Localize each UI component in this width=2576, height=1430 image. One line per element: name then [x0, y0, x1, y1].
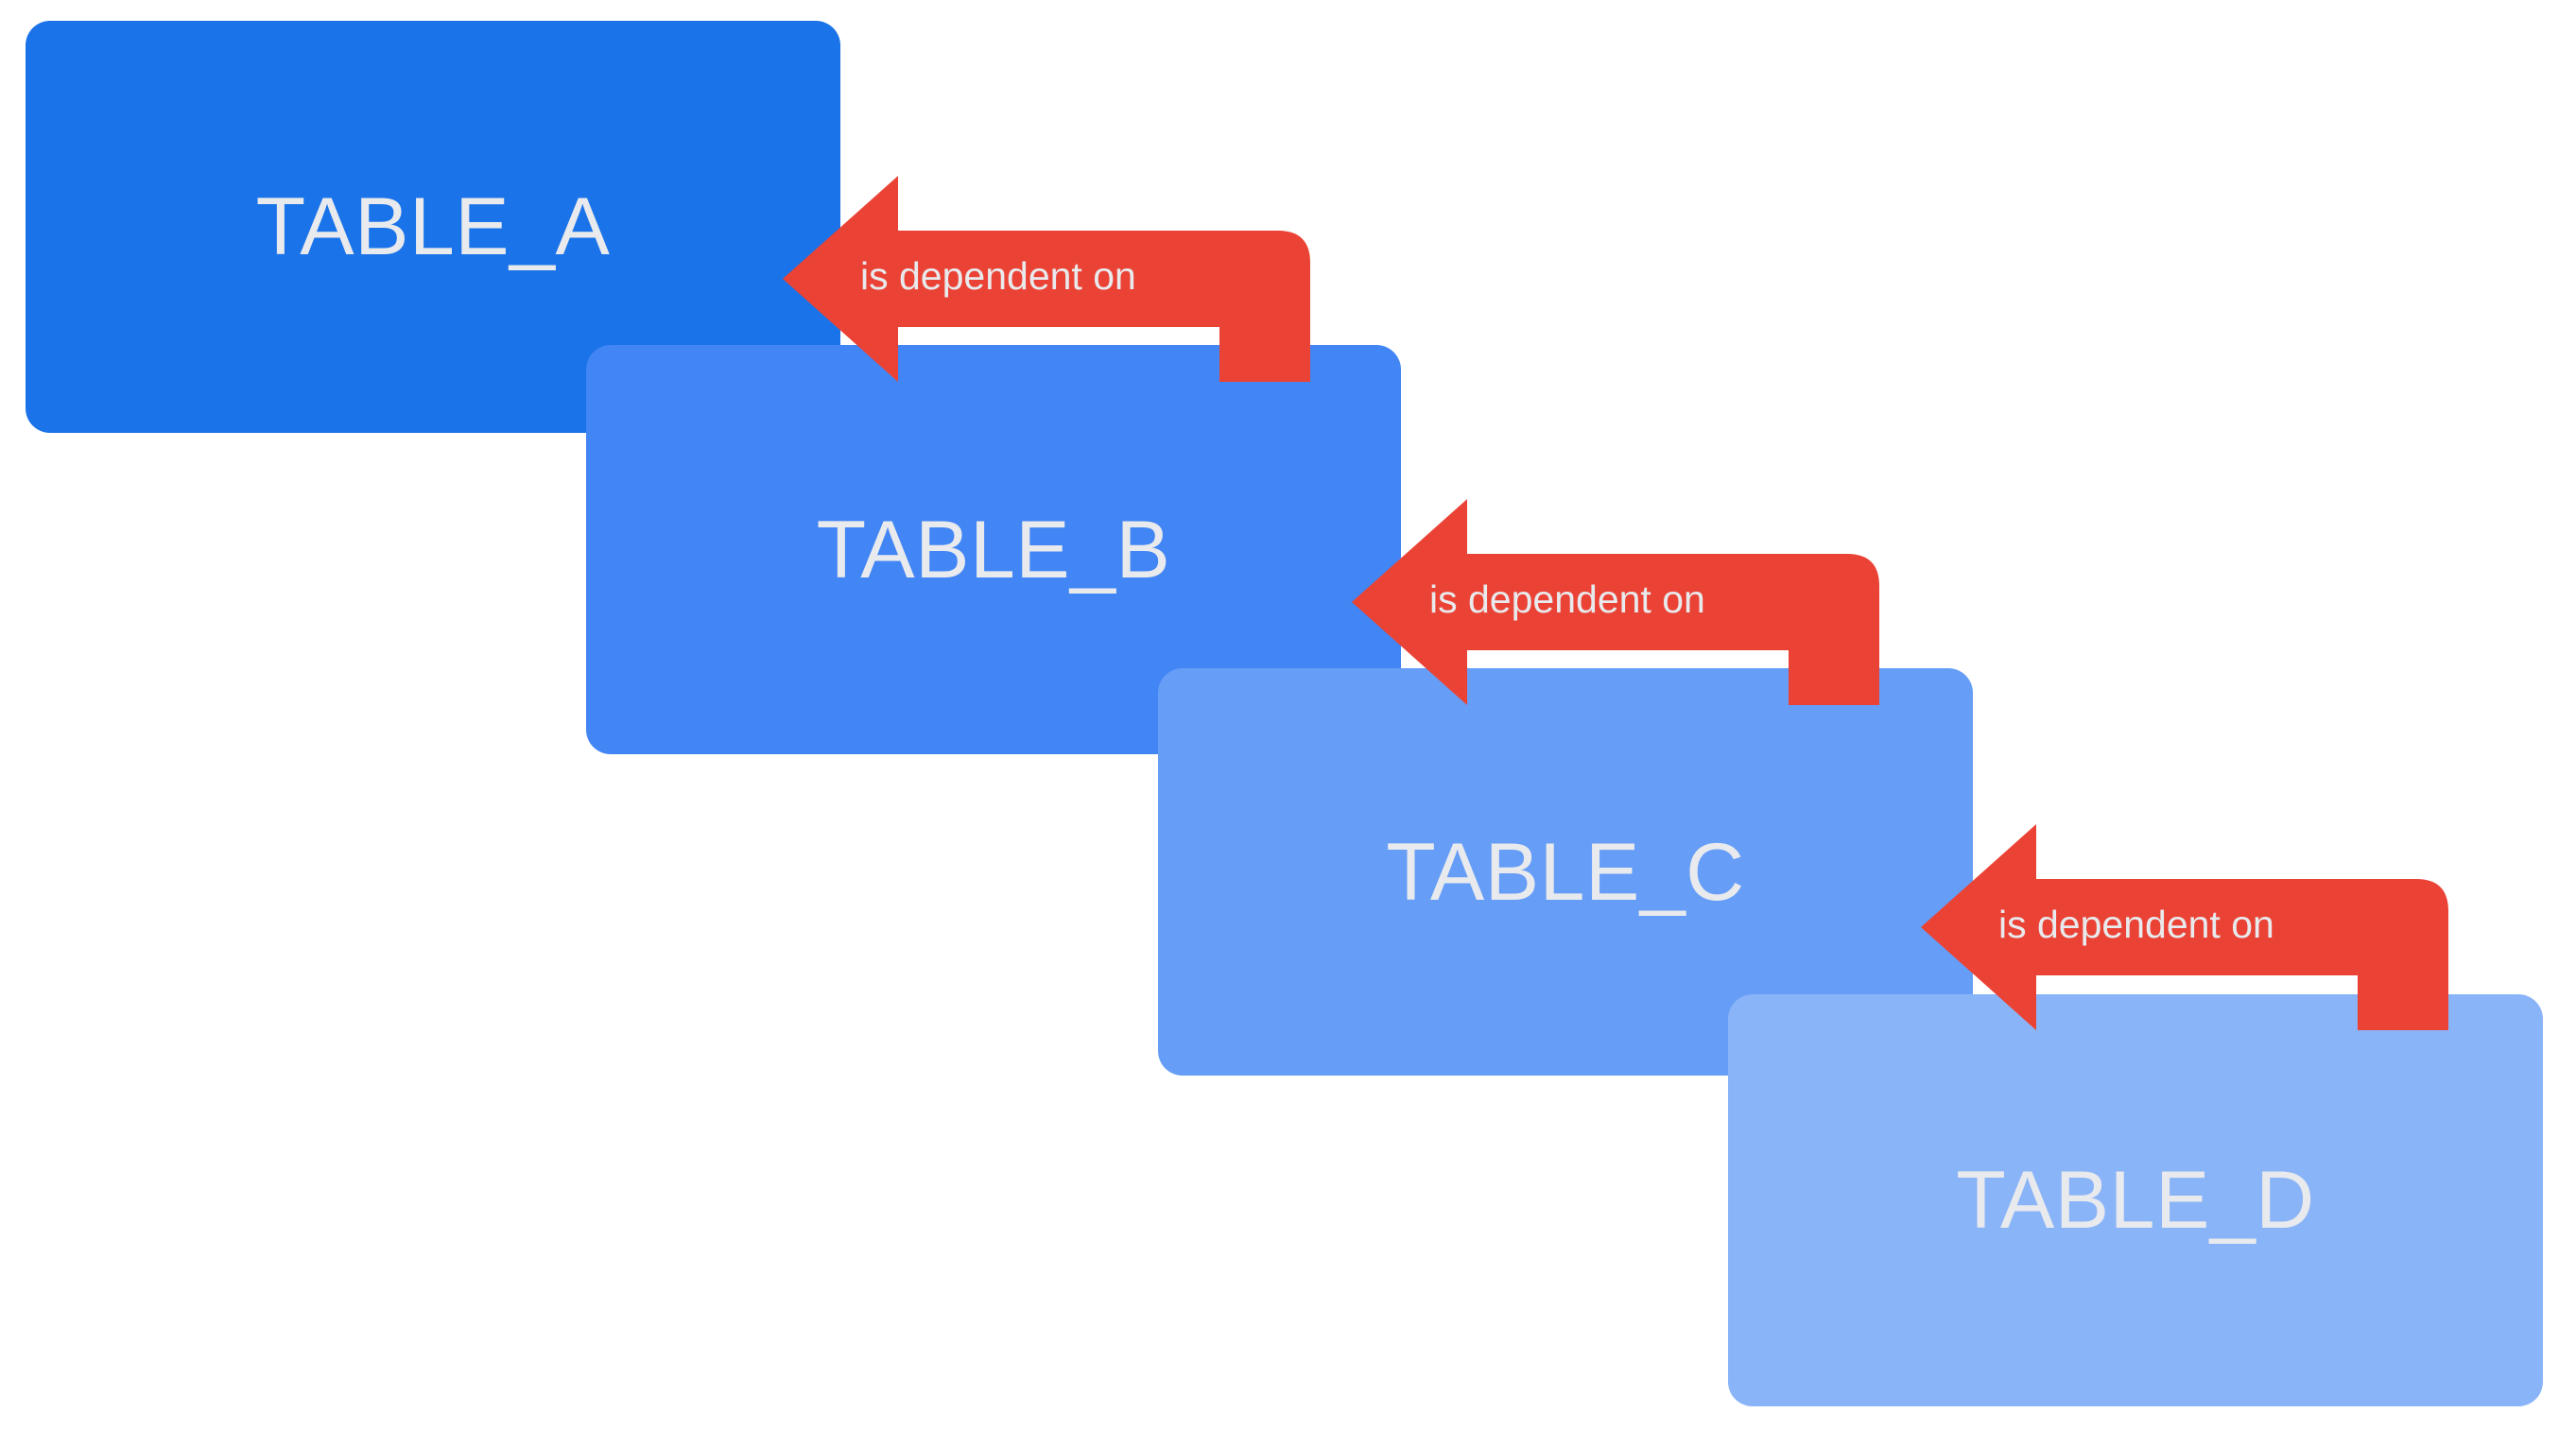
node-label: TABLE_A: [255, 181, 611, 272]
edge-label: is dependent on: [1429, 577, 1705, 621]
node-table-a[interactable]: TABLE_A: [26, 21, 840, 433]
node-label: TABLE_C: [1386, 826, 1745, 918]
node-table-d[interactable]: TABLE_D: [1728, 994, 2543, 1406]
edge-label: is dependent on: [1998, 903, 2274, 946]
node-label: TABLE_B: [816, 504, 1171, 595]
edge-label: is dependent on: [860, 254, 1136, 298]
node-label: TABLE_D: [1956, 1155, 2315, 1246]
